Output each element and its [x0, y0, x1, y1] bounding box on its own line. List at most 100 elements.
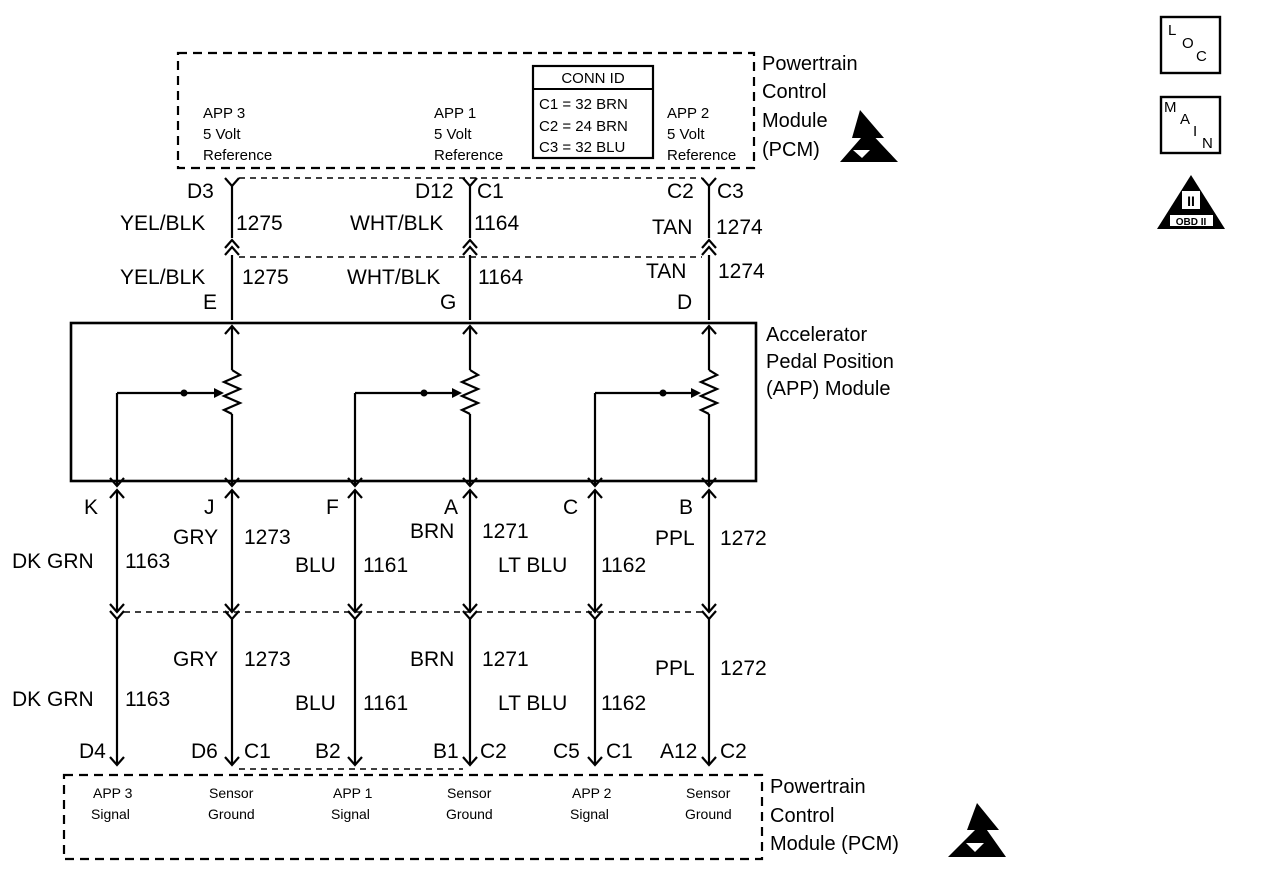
conn-id-header: CONN ID [561, 70, 625, 87]
svg-text:Reference: Reference [203, 147, 272, 164]
potentiometer-app1 [347, 324, 481, 488]
main-icon[interactable]: M A I N [1159, 95, 1222, 155]
circuit-number: 1163 [125, 550, 170, 573]
wire-color-label: BLU [295, 692, 336, 715]
pin-label: D12 [415, 180, 454, 203]
circuit-number: 1275 [242, 266, 289, 289]
circuit-number: 1162 [601, 554, 646, 577]
obd-icon[interactable]: II OBD II [1157, 175, 1225, 229]
pin-label: D [677, 291, 692, 314]
circuit-number: 1273 [244, 526, 291, 549]
wire-color-label: DK GRN [12, 688, 94, 711]
wire-color-label: PPL [655, 527, 695, 550]
circuit-number: 1273 [244, 648, 291, 671]
bottom-wire-k: K DK GRN 1163 DK GRN 1163 D4 [12, 488, 170, 767]
bottom-wire-f: F BLU 1161 BLU 1161 B2 [295, 488, 408, 767]
pcm-bottom-box: APP 3 Signal Sensor Ground APP 1 Signal … [62, 773, 1006, 861]
signal-label: APP 1 Signal [331, 785, 373, 822]
wire-color-label: TAN [652, 216, 692, 239]
loc-icon[interactable]: L O C [1159, 15, 1222, 75]
pin-label: A [444, 496, 458, 519]
svg-text:M: M [1164, 99, 1177, 116]
potentiometer-app2 [587, 324, 720, 488]
bottom-wire-c: C LT BLU 1162 LT BLU 1162 C5 C1 [498, 488, 646, 767]
pin-label: G [440, 291, 456, 314]
top-wire-app1: D12 C1 WHT/BLK 1164 WHT/BLK 1164 G [347, 177, 523, 320]
circuit-number: 1274 [716, 216, 763, 239]
wire-color-label: GRY [173, 648, 218, 671]
circuit-number: 1163 [125, 688, 170, 711]
wire-color-label: WHT/BLK [350, 212, 443, 235]
ref-label-app3: APP 3 5 Volt Reference [203, 105, 272, 164]
pin-label: D3 [187, 180, 214, 203]
svg-text:APP 2: APP 2 [667, 105, 709, 122]
svg-text:Sensor: Sensor [447, 785, 492, 801]
pcm-top-title: Powertrain Control Module (PCM) [762, 53, 858, 161]
svg-text:Ground: Ground [446, 806, 493, 822]
svg-text:Module: Module [762, 110, 828, 132]
svg-text:5 Volt: 5 Volt [203, 126, 241, 143]
conn-id-line: C3 = 32 BLU [539, 139, 625, 156]
svg-text:Ground: Ground [685, 806, 732, 822]
bottom-wire-b: B PPL 1272 PPL 1272 A12 C2 [655, 488, 767, 767]
circuit-number: 1271 [482, 648, 529, 671]
signal-label: Sensor Ground [208, 785, 255, 822]
svg-text:O: O [1182, 35, 1194, 52]
svg-text:Reference: Reference [434, 147, 503, 164]
app-module-box: Accelerator Pedal Position (APP) Module [69, 321, 894, 483]
pcm-pin-label: B2 [315, 740, 341, 763]
connector-label: C2 [480, 740, 507, 763]
signal-label: APP 2 Signal [570, 785, 612, 822]
ref-label-app1: APP 1 5 Volt Reference [434, 105, 503, 164]
top-wire-app3: D3 YEL/BLK 1275 YEL/BLK 1275 E [120, 177, 289, 320]
svg-text:(APP) Module: (APP) Module [766, 378, 891, 400]
wire-color-label: YEL/BLK [120, 212, 205, 235]
pcm-pin-label: A12 [660, 740, 697, 763]
svg-text:N: N [1202, 135, 1213, 152]
signal-label: APP 3 Signal [91, 785, 133, 822]
wire-color-label: BLU [295, 554, 336, 577]
svg-text:APP 2: APP 2 [572, 785, 612, 801]
wire-color-label: DK GRN [12, 550, 94, 573]
conn-id-line: C1 = 32 BRN [539, 96, 628, 113]
pin-label: J [204, 496, 215, 519]
svg-text:C: C [1196, 48, 1207, 65]
svg-text:Sensor: Sensor [209, 785, 254, 801]
wire-color-label: YEL/BLK [120, 266, 205, 289]
wire-color-label: BRN [410, 648, 454, 671]
circuit-number: 1271 [482, 520, 529, 543]
pin-label: K [84, 496, 98, 519]
svg-text:Powertrain: Powertrain [770, 776, 866, 798]
connector-label: C3 [717, 180, 744, 203]
pin-label: F [326, 496, 339, 519]
pin-label: E [203, 291, 217, 314]
ref-label-app2: APP 2 5 Volt Reference [667, 105, 736, 164]
bottom-wires: K DK GRN 1163 DK GRN 1163 D4 J GRY 1273 … [12, 488, 767, 767]
svg-text:A: A [1180, 111, 1190, 128]
pcm-pin-label: C5 [553, 740, 580, 763]
pin-label: C [563, 496, 578, 519]
pin-label: C2 [667, 180, 694, 203]
svg-text:Ground: Ground [208, 806, 255, 822]
svg-text:APP 1: APP 1 [434, 105, 476, 122]
svg-text:5 Volt: 5 Volt [667, 126, 705, 143]
wire-color-label: LT BLU [498, 692, 567, 715]
pin-label: B [679, 496, 693, 519]
svg-text:APP 3: APP 3 [93, 785, 133, 801]
wire-color-label: WHT/BLK [347, 266, 440, 289]
wire-color-label: BRN [410, 520, 454, 543]
svg-text:I: I [1193, 123, 1197, 140]
bottom-wire-a: A BRN 1271 BRN 1271 B1 C2 [410, 488, 529, 767]
wire-color-label: GRY [173, 526, 218, 549]
esd-warning-icon [840, 110, 898, 162]
svg-text:Powertrain: Powertrain [762, 53, 858, 75]
svg-text:OBD II: OBD II [1176, 217, 1207, 228]
pcm-pin-label: D6 [191, 740, 218, 763]
svg-text:Signal: Signal [570, 806, 609, 822]
conn-id-line: C2 = 24 BRN [539, 118, 628, 135]
svg-text:Reference: Reference [667, 147, 736, 164]
svg-text:APP 3: APP 3 [203, 105, 245, 122]
circuit-number: 1275 [236, 212, 283, 235]
svg-text:Control: Control [762, 81, 826, 103]
